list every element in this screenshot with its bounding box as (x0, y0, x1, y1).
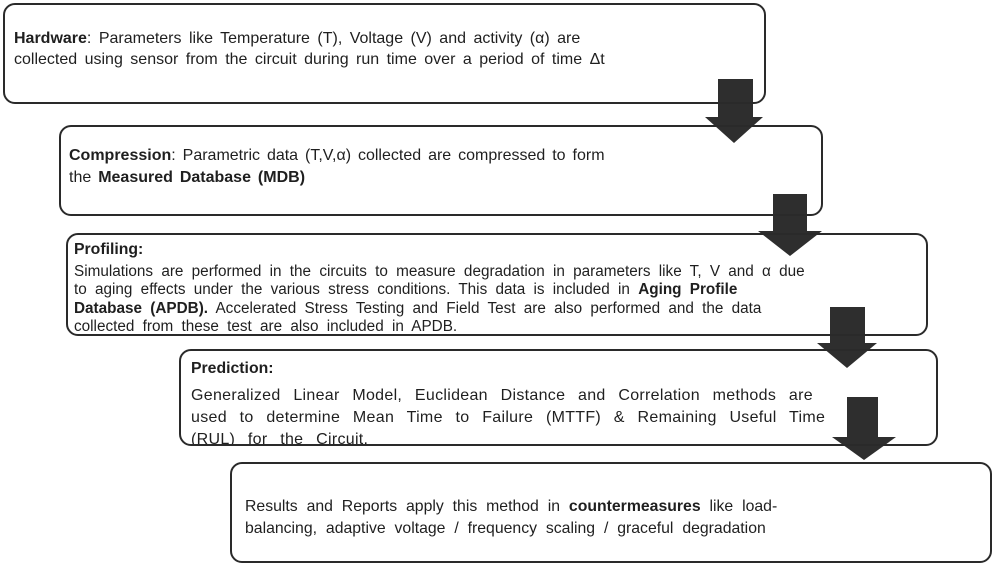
text-line: Compression: Parametric data (T,V,α) col… (69, 145, 813, 167)
arrow-head-icon (832, 437, 896, 460)
text-segment: countermeasures (568, 498, 701, 515)
text-segment: (RUL) for the Circuit. (191, 431, 369, 446)
arrow-head-icon (758, 231, 822, 256)
text-line: Simulations are performed in the circuit… (74, 263, 918, 281)
text-segment: : Parametric data (T,V,α) collected are … (171, 147, 605, 164)
flow-arrow-1 (705, 79, 763, 143)
box-title: Prediction: (191, 360, 274, 377)
arrow-shaft (718, 79, 753, 118)
text-segment: balancing, adaptive voltage / frequency … (245, 520, 766, 537)
text-line: balancing, adaptive voltage / frequency … (245, 518, 982, 540)
text-line: collected from these test are also inclu… (74, 318, 918, 336)
arrow-shaft (773, 194, 807, 232)
box-title: Profiling: (74, 241, 144, 258)
text-segment: the (69, 168, 99, 186)
text-line: Results and Reports apply this method in… (245, 496, 982, 518)
text-segment: to aging effects under the various stres… (74, 281, 639, 299)
arrow-shaft (847, 397, 878, 438)
flow-arrow-4 (832, 397, 897, 460)
flow-box-hardware: Hardware: Parameters like Temperature (T… (3, 3, 766, 104)
flow-box-results: Results and Reports apply this method in… (230, 462, 992, 563)
text-line: Hardware: Parameters like Temperature (T… (14, 28, 756, 49)
text-line: the Measured Database (MDB) (69, 167, 813, 189)
text-segment: used to determine Mean Time to Failure (… (191, 409, 826, 426)
text-line: Database (APDB). Accelerated Stress Test… (74, 300, 918, 318)
text-segment: Generalized Linear Model, Euclidean Dist… (191, 387, 813, 404)
text-line: used to determine Mean Time to Failure (… (191, 407, 928, 429)
text-segment: like load- (700, 498, 778, 515)
flow-arrow-3 (817, 307, 877, 368)
text-line: to aging effects under the various stres… (74, 281, 918, 299)
flow-box-prediction: Prediction: Generalized Linear Model, Eu… (179, 349, 938, 446)
text-segment: collected from these test are also inclu… (74, 318, 458, 336)
text-segment: collected using sensor from the circuit … (14, 51, 605, 68)
text-segment: Compression (69, 147, 172, 164)
text-segment: Accelerated Stress Testing and Field Tes… (208, 299, 762, 317)
flow-box-profiling: Profiling: Simulations are performed in … (66, 233, 928, 336)
text-segment: : Parameters like Temperature (T), Volta… (86, 30, 581, 47)
text-segment: Simulations are performed in the circuit… (74, 263, 805, 280)
text-segment: Aging Profile (638, 281, 738, 299)
text-line: collected using sensor from the circuit … (14, 49, 756, 70)
flow-arrow-2 (758, 194, 823, 256)
text-line: (RUL) for the Circuit. (191, 429, 928, 446)
text-segment: Measured Database (MDB) (98, 168, 306, 186)
flow-box-compression: Compression: Parametric data (T,V,α) col… (59, 125, 823, 216)
arrow-head-icon (705, 117, 763, 143)
text-line: Generalized Linear Model, Euclidean Dist… (191, 385, 928, 407)
text-segment: Results and Reports apply this method in (245, 498, 569, 515)
text-segment: Database (APDB). (74, 299, 209, 317)
arrow-head-icon (817, 343, 877, 368)
text-segment: Hardware (14, 30, 87, 47)
arrow-shaft (830, 307, 865, 344)
